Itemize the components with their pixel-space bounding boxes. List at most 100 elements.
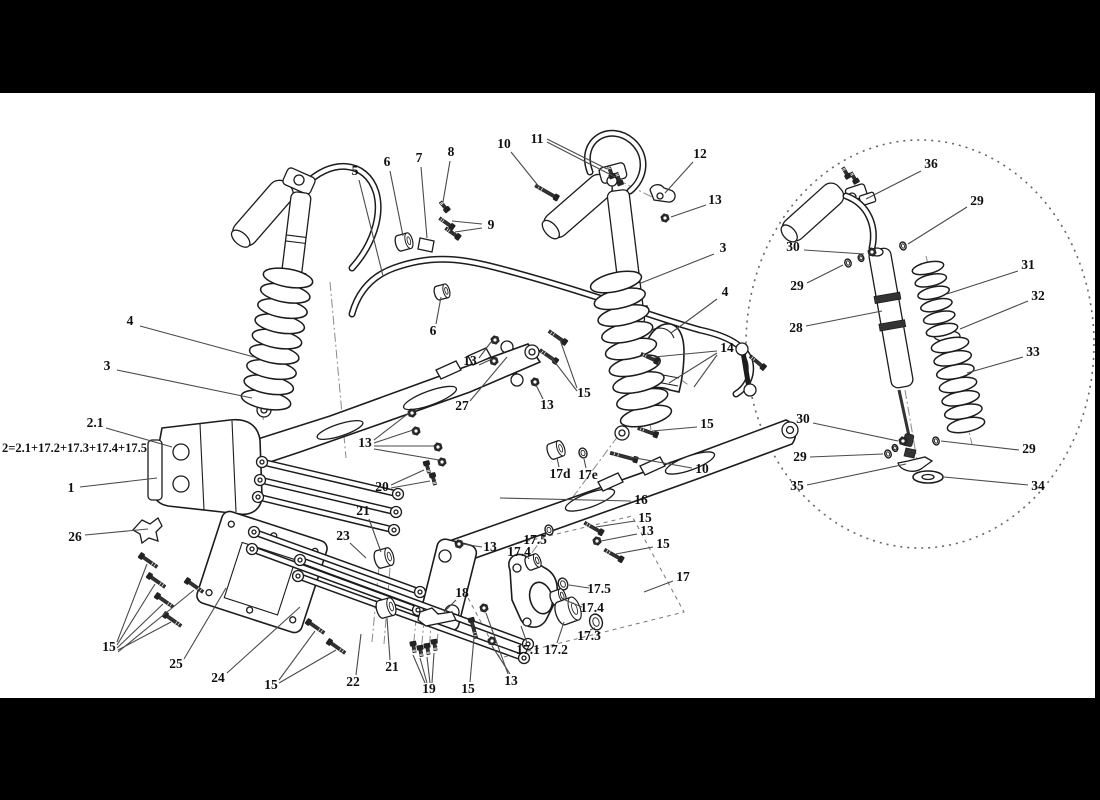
bolt	[467, 616, 479, 639]
bushing	[546, 440, 566, 460]
leader-line	[426, 656, 431, 684]
bolt	[304, 618, 326, 635]
part-label-13: 13	[463, 353, 477, 368]
assembly-formula: 2=2.1+17.2+17.3+17.4+17.5	[2, 441, 147, 455]
part-label-17.3: 17.3	[577, 628, 601, 643]
part-label-17.5: 17.5	[523, 532, 547, 547]
washer-ring	[578, 447, 588, 459]
part-label-17.5: 17.5	[587, 581, 611, 596]
leader-line	[478, 341, 492, 359]
leader-line	[940, 440, 1020, 451]
leader-line	[526, 555, 530, 560]
part-label-20: 20	[375, 479, 389, 494]
leader-line	[595, 520, 636, 528]
bar-clamp-7	[417, 237, 435, 253]
coil-spring	[240, 267, 314, 411]
leader-line	[546, 138, 608, 170]
part-label-21: 21	[356, 503, 370, 518]
stabilizer-bar	[348, 255, 755, 398]
leader-line	[640, 253, 715, 284]
leader-line	[693, 354, 718, 388]
part-label-29: 29	[970, 193, 984, 208]
leader-line	[117, 589, 195, 653]
leader-line	[373, 429, 414, 444]
part-label-17.4: 17.4	[507, 544, 531, 559]
lower-bracket-35	[897, 456, 934, 472]
leader-line	[803, 249, 865, 255]
bolt	[183, 577, 205, 594]
part-label-9: 9	[488, 217, 495, 232]
bushing	[373, 547, 395, 569]
leader-line	[943, 476, 1029, 486]
part-label-33: 33	[1026, 344, 1040, 359]
leader-line	[809, 453, 884, 458]
washer-ring	[899, 241, 907, 251]
link-rods	[245, 455, 535, 665]
leader-line	[451, 220, 483, 225]
part-label-12: 12	[693, 146, 707, 161]
bolt	[145, 572, 167, 589]
part-label-3: 3	[104, 358, 111, 373]
part-label-22: 22	[346, 674, 360, 689]
nut	[490, 335, 500, 345]
part-label-10: 10	[497, 136, 511, 151]
bolt	[438, 216, 456, 231]
leader-line	[812, 422, 899, 442]
part-label-8: 8	[448, 144, 455, 159]
nut	[660, 213, 670, 223]
leader-line	[491, 645, 511, 675]
leader-line	[651, 426, 698, 432]
washer-ring	[588, 613, 604, 631]
bracket-26	[131, 517, 163, 545]
washer-ring	[891, 443, 899, 453]
bolt	[428, 472, 437, 486]
part-label-31: 31	[1021, 257, 1035, 272]
leader-line	[390, 469, 425, 486]
nut	[407, 408, 417, 418]
part-label-5: 5	[352, 163, 359, 178]
bolt	[640, 351, 660, 365]
part-label-17.1: 17.1	[516, 642, 540, 657]
bolt	[161, 611, 183, 628]
leader-line	[653, 350, 718, 358]
leader-line	[386, 617, 391, 661]
part-label-30: 30	[796, 411, 810, 426]
part-label-6: 6	[430, 323, 437, 338]
leader-line	[668, 352, 718, 384]
detail-piston-rod	[897, 389, 911, 437]
leader-line	[278, 630, 316, 681]
washer-ring	[857, 253, 865, 263]
washer-ring	[557, 577, 569, 591]
part-label-30: 30	[786, 239, 800, 254]
leader-line	[116, 563, 148, 643]
bolt	[538, 348, 560, 365]
detail-hose-inner	[844, 194, 876, 250]
leader-line	[520, 625, 528, 644]
bushing	[524, 553, 542, 571]
part-label-13: 13	[540, 397, 554, 412]
part-label-13: 13	[483, 539, 497, 554]
bracket-12-hole	[656, 192, 664, 200]
part-label-18: 18	[455, 585, 469, 600]
leader-line	[116, 369, 253, 399]
leader-line	[629, 456, 693, 469]
part-label-15: 15	[656, 536, 670, 551]
nut	[867, 247, 877, 257]
leader-line	[589, 627, 596, 631]
leader-line	[583, 458, 587, 469]
part-label-1: 1	[68, 480, 75, 495]
leader-line	[431, 652, 435, 684]
construction-line	[904, 389, 918, 461]
leader-line	[806, 264, 844, 284]
leader-line	[105, 427, 173, 448]
bracket-18	[417, 607, 457, 627]
part-label-34: 34	[1031, 478, 1045, 493]
part-label-27: 27	[455, 398, 469, 413]
leader-line	[499, 497, 632, 502]
leader-line	[643, 580, 674, 593]
nut	[592, 536, 602, 546]
link-rod	[255, 455, 405, 501]
coil-spring	[911, 260, 959, 338]
bushing	[549, 588, 567, 606]
part-label-32: 32	[1031, 288, 1045, 303]
